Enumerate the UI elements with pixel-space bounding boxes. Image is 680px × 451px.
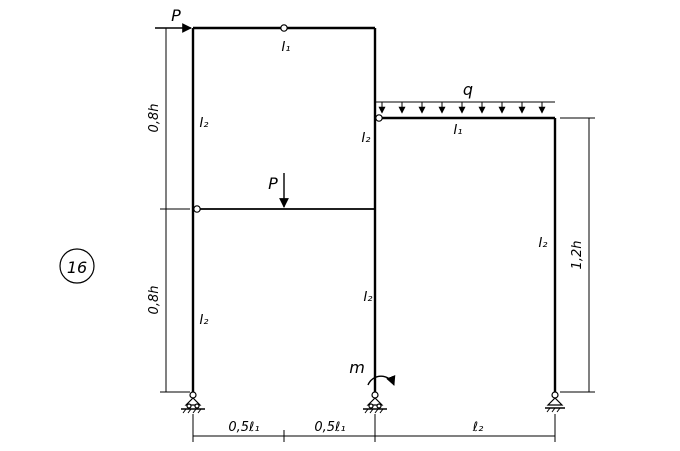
stiffness-top-beam: I₁ [281,40,290,55]
problem-number-circle [59,248,95,284]
support-middle [363,391,387,414]
load-arrows [378,102,546,114]
moment-label: m [349,358,365,377]
dimensions: 0,8h 0,8h 1,2h 0,5ℓ₁ 0,5ℓ₁ ℓ₂ [147,27,595,442]
frame-members [191,26,557,392]
dim-bottom-3: ℓ₂ [472,420,484,435]
supports [181,391,565,414]
stiffness-left-lower: I₂ [199,313,208,328]
hinge-middle-beam [193,205,201,213]
dim-bottom-2: 0,5ℓ₁ [314,420,345,435]
hinge-right-beam [375,114,383,122]
problem-number: 16 [67,258,87,277]
support-left [181,391,205,414]
dim-right: 1,2h [570,241,585,270]
stiffness-mid-upper: I₂ [361,131,370,146]
force-mid-label: P [268,174,278,193]
moment-arrow [367,374,396,386]
support-right [545,391,565,413]
dim-bottom-1: 0,5ℓ₁ [228,420,259,435]
moment: m [349,358,396,386]
problem-number-badge: 16 [59,248,95,284]
force-mid: P [268,173,289,208]
force-top-label: P [171,6,181,25]
stiffness-left-upper: I₂ [199,116,208,131]
hinge-top-beam [280,24,288,32]
stiffness-right-col: I₂ [538,236,547,251]
dim-left-lower: 0,8h [147,286,162,315]
hinges [193,24,383,213]
stiffness-mid-lower: I₂ [363,290,372,305]
stiffness-right-beam: I₁ [453,123,462,138]
stiffness-labels: I₁ I₁ I₂ I₂ I₂ I₂ I₂ [199,40,547,328]
force-top: P [155,6,192,33]
distributed-load: q [375,80,555,114]
load-q-label: q [463,80,473,99]
dim-left-upper: 0,8h [147,104,162,133]
